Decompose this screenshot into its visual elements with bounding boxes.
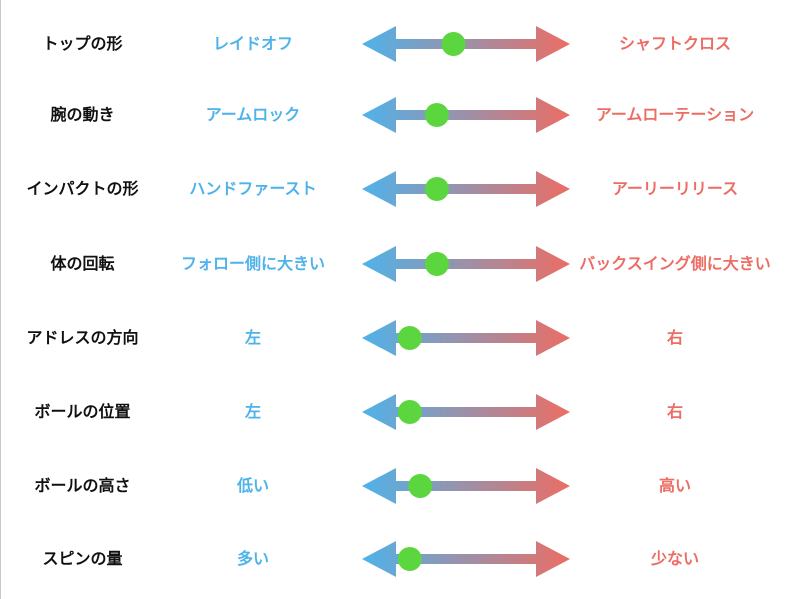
- double-arrow: [362, 171, 570, 207]
- row-ball-height: ボールの高さ 低い 高い: [0, 456, 800, 516]
- row-label: アドレスの方向: [26, 328, 139, 347]
- position-marker: [397, 547, 422, 571]
- left-pole-text: アームロック: [205, 105, 301, 124]
- row-label: ボールの高さ: [34, 476, 131, 495]
- double-arrow: [362, 541, 570, 577]
- double-arrow: [362, 468, 570, 504]
- position-marker: [441, 32, 466, 56]
- double-arrow: [362, 26, 570, 62]
- double-arrow: [362, 394, 570, 430]
- gradient-arrow-shape: [362, 97, 570, 133]
- left-pole-text: フォロー側に大きい: [180, 254, 325, 273]
- right-pole-text: バックスイング側に大きい: [579, 254, 771, 273]
- position-marker: [424, 177, 449, 201]
- double-arrow: [362, 97, 570, 133]
- position-marker: [424, 252, 449, 276]
- gradient-arrow-shape: [362, 541, 570, 577]
- right-pole-text: 右: [666, 402, 683, 421]
- gradient-arrow-shape: [362, 171, 570, 207]
- row-label: トップの形: [42, 34, 123, 53]
- left-pole-text: 左: [244, 402, 261, 421]
- left-pole-text: 低い: [236, 476, 269, 495]
- row-label: インパクトの形: [26, 179, 139, 198]
- right-pole-text: アーリーリリース: [611, 179, 739, 198]
- gradient-arrow-shape: [362, 26, 570, 62]
- left-border: [0, 0, 1, 599]
- right-pole-text: アームローテーション: [595, 105, 755, 124]
- double-arrow: [362, 320, 570, 356]
- right-pole-text: 高い: [658, 476, 691, 495]
- row-address-direction: アドレスの方向 左 右: [0, 308, 800, 368]
- left-pole-text: 左: [244, 328, 261, 347]
- double-arrow: [362, 246, 570, 282]
- row-label: ボールの位置: [34, 402, 131, 421]
- row-label: 体の回転: [50, 254, 115, 273]
- row-arm-movement: 腕の動き アームロック アームローテーション: [0, 85, 800, 145]
- right-pole-text: 少ない: [650, 549, 699, 568]
- left-pole-text: 多い: [236, 549, 269, 568]
- left-pole-text: ハンドファースト: [189, 179, 317, 198]
- row-impact-shape: インパクトの形 ハンドファースト アーリーリリース: [0, 159, 800, 219]
- right-pole-text: シャフトクロス: [618, 34, 731, 53]
- gradient-arrow-shape: [362, 394, 570, 430]
- position-marker: [424, 103, 449, 127]
- position-marker: [408, 474, 433, 498]
- gradient-arrow-shape: [362, 468, 570, 504]
- row-spin-amount: スピンの量 多い 少ない: [0, 529, 800, 589]
- row-label: スピンの量: [42, 549, 123, 568]
- row-body-rotation: 体の回転 フォロー側に大きい バックスイング側に大きい: [0, 234, 800, 294]
- gradient-arrow-shape: [362, 246, 570, 282]
- gradient-arrow-shape: [362, 320, 570, 356]
- row-label: 腕の動き: [50, 105, 115, 124]
- row-top-shape: トップの形 レイドオフ シャフトクロス: [0, 14, 800, 74]
- position-marker: [397, 326, 422, 350]
- left-pole-text: レイドオフ: [212, 34, 293, 53]
- right-pole-text: 右: [666, 328, 683, 347]
- row-ball-position: ボールの位置 左 右: [0, 382, 800, 442]
- position-marker: [397, 400, 422, 424]
